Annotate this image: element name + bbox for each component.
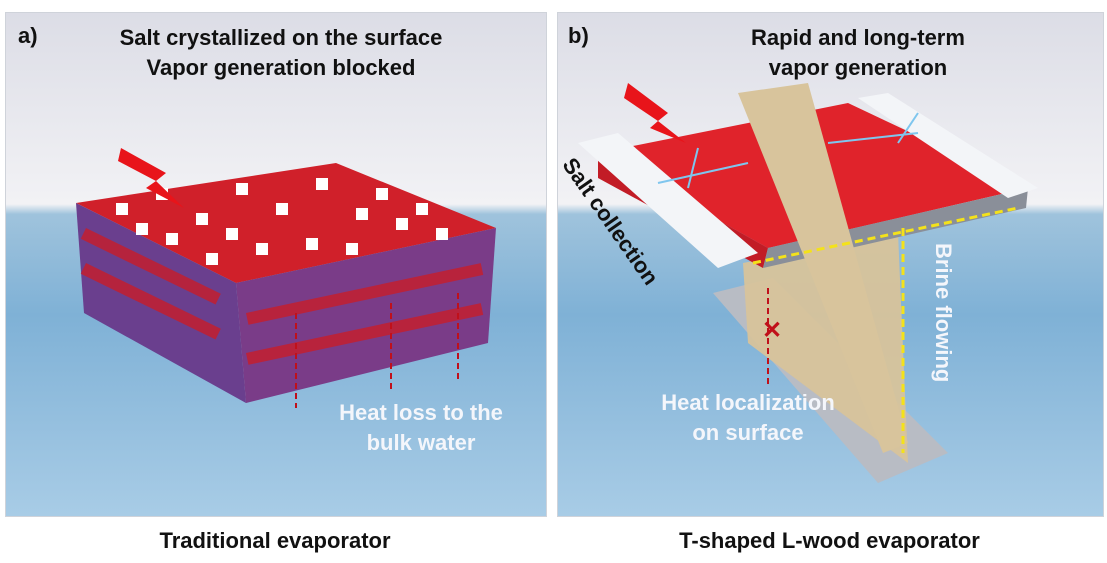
brine-flowing-label: Brine flowing xyxy=(931,243,956,383)
salt-crystals xyxy=(116,178,448,265)
caption-t-shaped: T-shaped L-wood evaporator xyxy=(679,528,980,553)
panel-t-shaped: ✕ b) Rapid and long-term vapor generatio… xyxy=(557,12,1104,517)
panel-label: a) xyxy=(18,23,38,48)
panel-traditional: a) Salt crystallized on the surface Vapo… xyxy=(5,12,547,517)
title-line: Vapor generation blocked xyxy=(146,55,416,80)
lightning-icon xyxy=(624,83,686,143)
heat-localization-note: Heat localization on surface xyxy=(628,388,868,448)
heat-loss-note: Heat loss to the bulk water xyxy=(301,398,541,458)
t-shaped-evaporator-illustration: ✕ xyxy=(578,83,1038,483)
traditional-evaporator-illustration xyxy=(76,148,496,408)
title-line: vapor generation xyxy=(768,55,948,80)
panel-title: Rapid and long-term vapor generation xyxy=(658,23,1058,83)
brine-flow-arrows xyxy=(752,206,1019,453)
vapor-arrows xyxy=(657,112,919,189)
note-line: Heat loss to the xyxy=(339,400,503,425)
caption-traditional: Traditional evaporator xyxy=(159,528,391,553)
panel-title: Salt crystallized on the surface Vapor g… xyxy=(56,23,506,83)
title-line: Salt crystallized on the surface xyxy=(119,25,443,50)
cross-icon: ✕ xyxy=(762,317,782,344)
note-line: bulk water xyxy=(366,430,476,455)
title-line: Rapid and long-term xyxy=(751,25,965,50)
note-line: on surface xyxy=(692,420,804,445)
note-line: Heat localization xyxy=(661,390,835,415)
heat-loss-arrows xyxy=(295,293,459,408)
lightning-icon xyxy=(118,148,184,208)
panel-label: b) xyxy=(568,23,589,48)
